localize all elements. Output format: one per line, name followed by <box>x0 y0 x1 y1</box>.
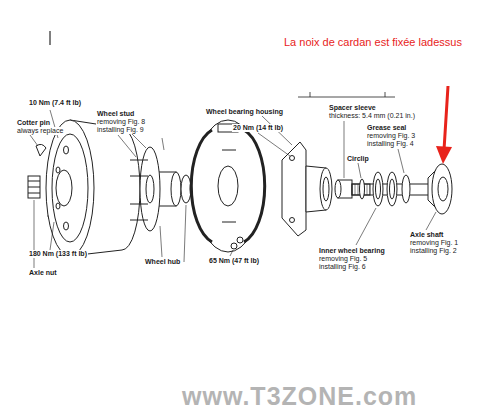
part-name: Circlip <box>346 155 370 163</box>
wheel-bearing-housing <box>282 142 332 236</box>
part-name: Wheel bearing housing <box>205 108 284 116</box>
figure-ref: removing Fig. 5 <box>318 255 368 263</box>
figure-ref: installing Fig. 2 <box>409 247 458 255</box>
axle-shaft <box>352 164 452 214</box>
figure-ref: installing Fig. 9 <box>96 126 145 134</box>
red-arrow <box>436 86 452 164</box>
note-text: La noix de cardan est fixée ladessus <box>283 36 463 49</box>
grease-seal <box>402 175 410 203</box>
part-note: always replace <box>16 127 64 135</box>
part-name: Grease seal <box>366 124 407 132</box>
wheel-hub <box>130 147 198 231</box>
part-name: Inner wheel bearing <box>318 247 386 255</box>
part-name: Cotter pin <box>16 119 51 127</box>
circlip <box>360 179 365 199</box>
torque-spec: 20 Nm (14 ft lb) <box>232 124 284 132</box>
inner-wheel-bearing <box>373 172 383 206</box>
figure-ref: removing Fig. 3 <box>366 132 416 140</box>
part-name: Axle nut <box>28 269 58 277</box>
axle-nut <box>28 176 40 198</box>
leader-lines <box>30 110 436 268</box>
figure-ref: removing Fig. 8 <box>96 118 146 126</box>
part-name: Wheel hub <box>144 258 181 266</box>
torque-spec: 10 Nm (7.4 ft lb) <box>28 99 82 107</box>
part-name: Wheel stud <box>96 110 135 118</box>
dimension: thickness: 5.4 mm (0.21 in.) <box>328 112 416 120</box>
watermark: www.T3ZONE.com <box>181 382 418 410</box>
part-name: Axle shaft <box>409 231 444 239</box>
brake-drum <box>46 120 140 256</box>
figure-ref: removing Fig. 1 <box>409 239 459 247</box>
text-cursor <box>50 31 51 45</box>
brake-backing-plate <box>191 120 264 252</box>
part-name: Spacer sleeve <box>328 104 377 112</box>
torque-spec: 65 Nm (47 ft lb) <box>208 257 260 265</box>
figure-ref: installing Fig. 6 <box>318 263 367 271</box>
spacer-sleeve <box>335 180 352 198</box>
figure-ref: installing Fig. 4 <box>366 140 415 148</box>
torque-spec: 180 Nm (133 ft lb) <box>28 250 88 258</box>
cotter-pin <box>36 144 46 156</box>
